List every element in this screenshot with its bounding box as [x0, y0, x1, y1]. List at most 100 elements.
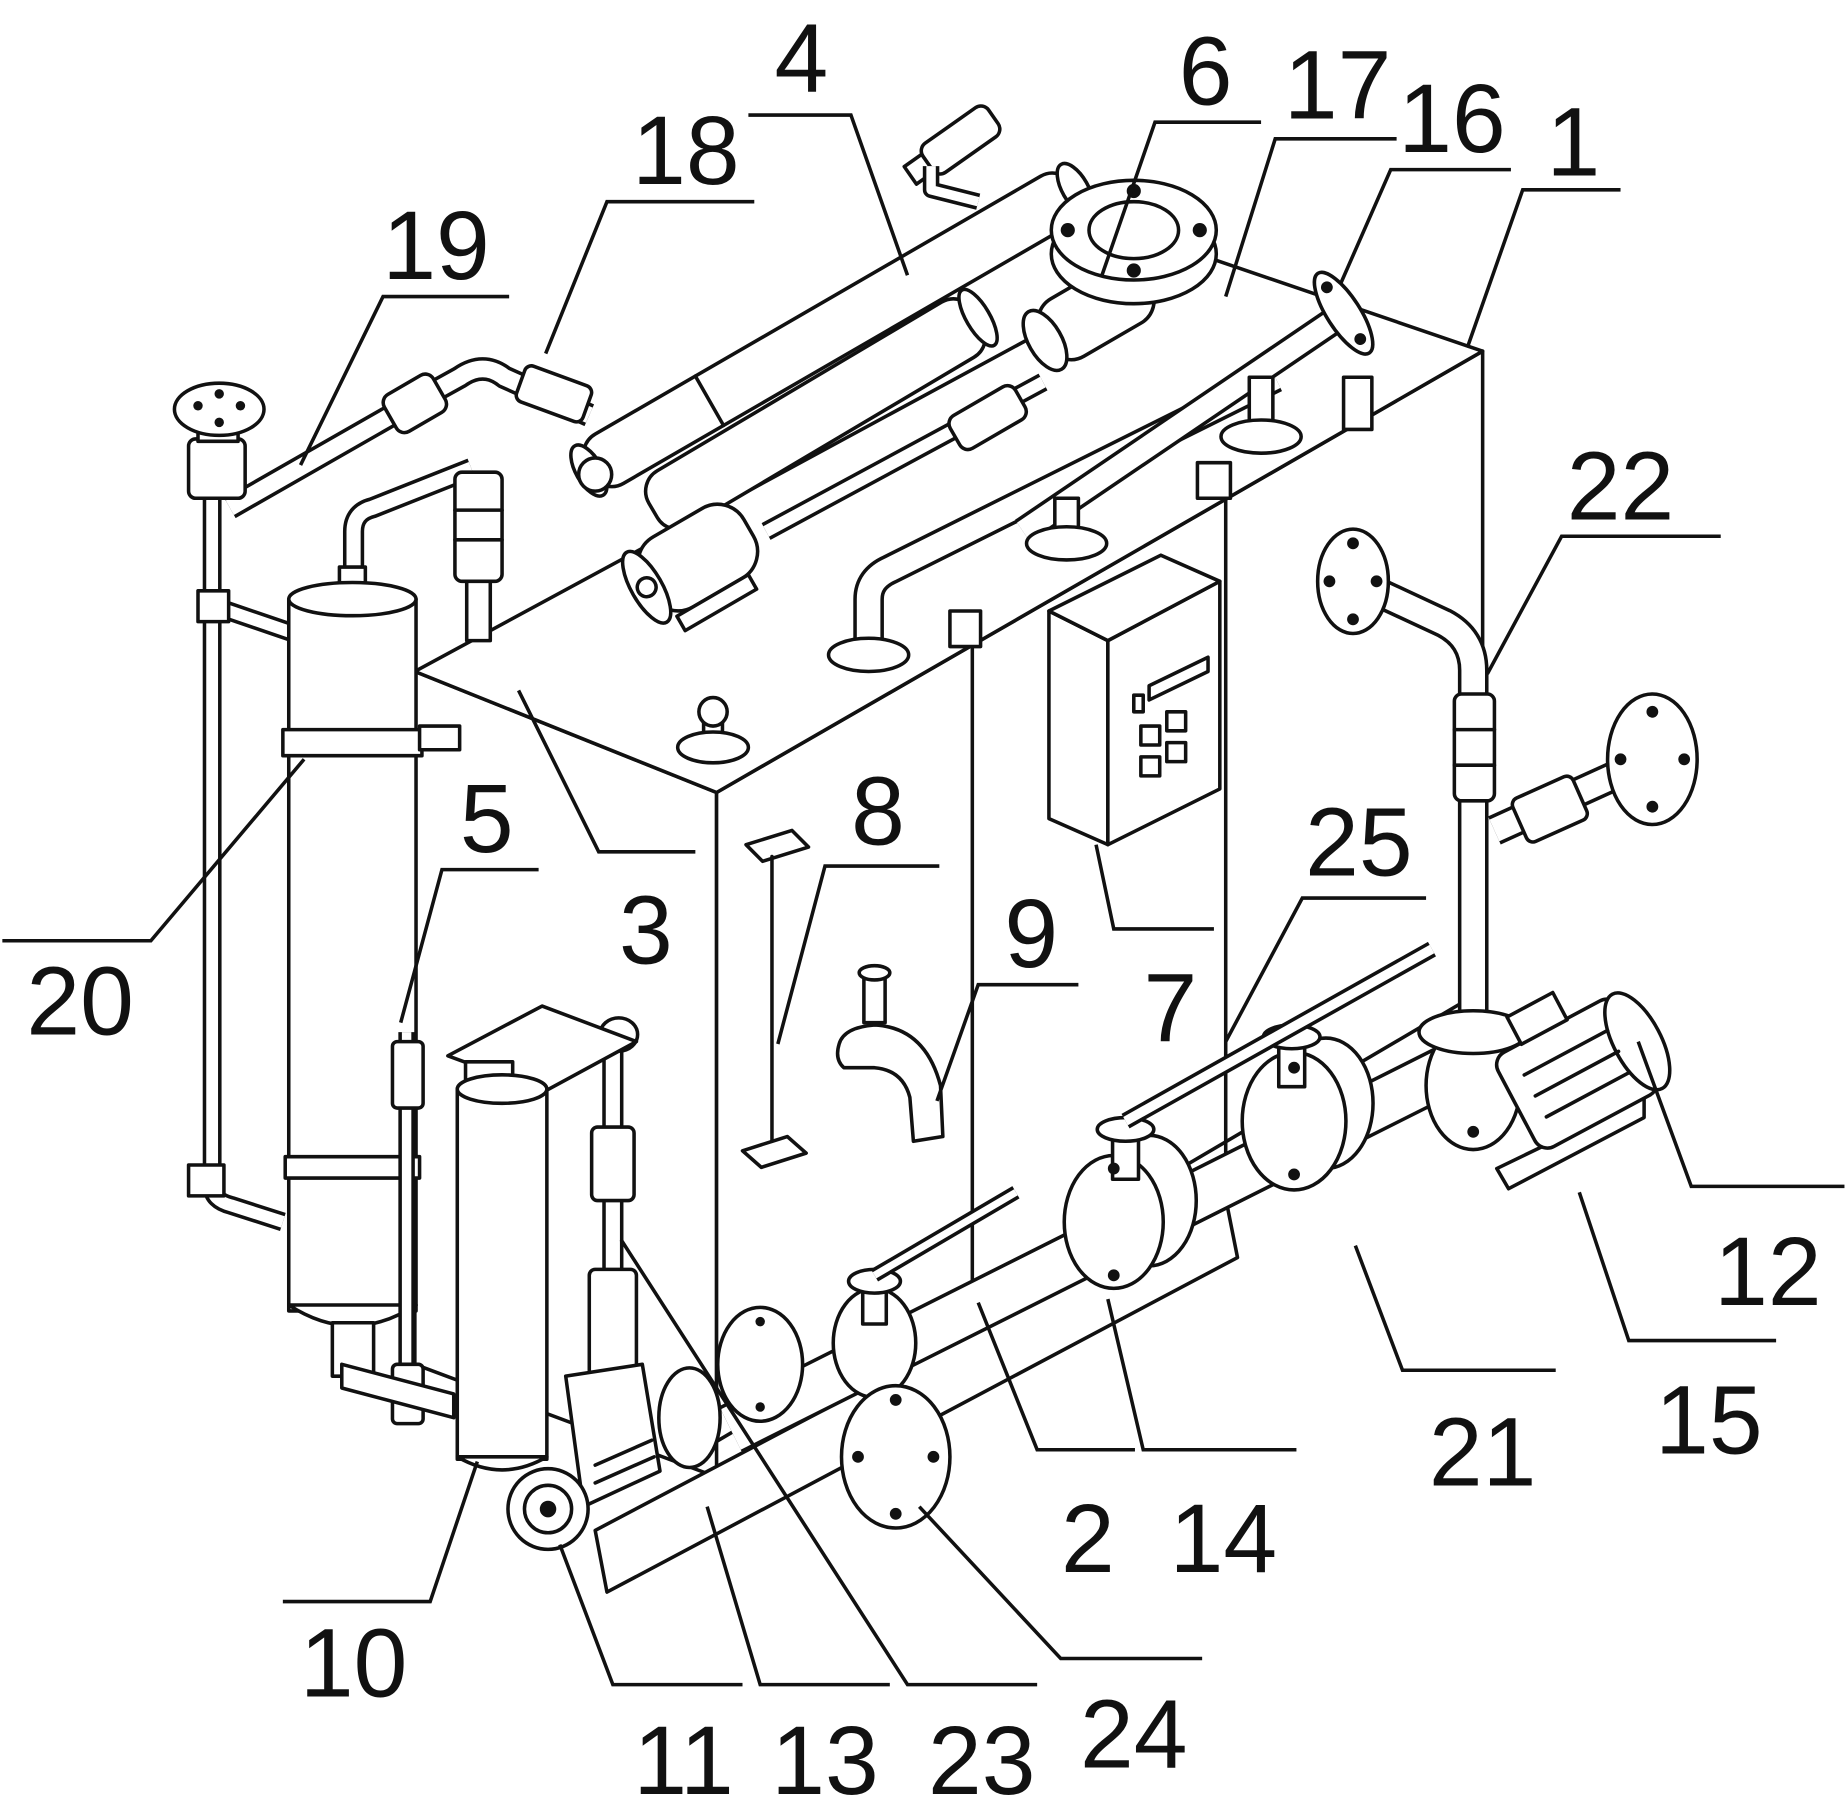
bolt-hole: [1678, 753, 1691, 766]
flange-6-bore: [1087, 199, 1181, 261]
drain-faucet-9: [835, 963, 945, 1144]
riser-flange: [826, 636, 911, 674]
rod-valve: [947, 383, 1029, 452]
vent-line-fill: [926, 166, 980, 207]
control-box-top-face: [1047, 553, 1222, 643]
pump-11-outlet-flange: [657, 1366, 722, 1470]
control-box-button: [1139, 724, 1162, 747]
bolt-hole: [1646, 800, 1659, 813]
bolt-hole: [889, 1393, 902, 1406]
leader-line-9: [935, 982, 1079, 1102]
numeral-1: 1: [1547, 87, 1601, 196]
numeral-5: 5: [460, 764, 514, 873]
pump-11-rib: [593, 1455, 656, 1485]
leader-line-12: [1636, 1041, 1845, 1189]
leader-line-20: [2, 758, 306, 943]
flange-22-top: [1315, 527, 1391, 636]
bolt-hole: [755, 1402, 765, 1412]
numeral-3: 3: [619, 875, 673, 984]
valve-17-face: [1021, 308, 1069, 373]
flange-24-face: [839, 1383, 952, 1530]
bolt-hole: [1323, 575, 1336, 588]
control-box-button: [1139, 755, 1162, 778]
mounting-bracket: [948, 609, 983, 649]
leader-line-5: [399, 867, 539, 1024]
branch-valve: [1510, 774, 1590, 844]
pipe-23-fitting: [587, 1267, 639, 1378]
riser-flange: [1024, 524, 1109, 562]
bolt-hole: [193, 400, 203, 411]
pipe-19-fill: [225, 360, 593, 515]
leader-line-6: [1100, 120, 1262, 276]
motor-12-fin: [1533, 1049, 1621, 1098]
bolt-hole: [214, 389, 224, 399]
bolt-hole: [1320, 281, 1333, 294]
cylinder-20-outlet-fill: [346, 461, 475, 568]
valve-14-bonnet: [1110, 1134, 1141, 1182]
level-gauge-bottom-fitting: [740, 1134, 808, 1170]
leader-line-23: [619, 1238, 1038, 1687]
leader-line-11: [558, 1543, 743, 1687]
numeral-11: 11: [633, 1705, 733, 1808]
numeral-20: 20: [26, 946, 133, 1055]
lower-header: [340, 1362, 456, 1420]
leader-line-14: [1106, 1298, 1297, 1452]
bolt-hole: [1126, 263, 1141, 278]
rear-tube: [643, 287, 999, 531]
cylinder-4-seam: [693, 374, 726, 428]
control-box-button: [1165, 710, 1188, 733]
leader-line-19: [298, 294, 510, 466]
bolt-hole: [214, 417, 224, 428]
valve-14: [1062, 1115, 1199, 1291]
control-box-button: [1165, 740, 1188, 764]
top-front-pipe-fill: [856, 366, 1281, 647]
bolt-hole: [1646, 705, 1659, 718]
leader-line-17: [1224, 137, 1397, 298]
faucet-knob: [857, 963, 892, 982]
branch-flange: [1605, 692, 1699, 827]
bolt-hole: [1107, 1269, 1120, 1282]
pipe-23-fitting: [589, 1125, 636, 1203]
leader-line-15: [1577, 1191, 1777, 1343]
leader-line-4: [748, 113, 910, 276]
flange-23-face: [715, 1305, 805, 1424]
bolt-hole: [1192, 223, 1207, 238]
bolt-hole: [1347, 613, 1359, 626]
pipe-tee: [186, 1163, 226, 1198]
bolt-hole: [235, 400, 246, 411]
pipe-16-fill: [1017, 306, 1348, 541]
motor-12: [1494, 990, 1672, 1150]
bolt-hole: [852, 1450, 864, 1463]
numeral-4: 4: [775, 3, 829, 112]
numeral-18: 18: [632, 96, 739, 205]
filter-10-top: [455, 1073, 549, 1106]
numeral-21: 21: [1429, 1397, 1536, 1506]
leader-line-1: [1465, 188, 1621, 349]
pipe-tee: [196, 589, 231, 624]
motor-12-fin: [1544, 1070, 1632, 1119]
leader-line-10: [282, 1461, 479, 1604]
numeral-13: 13: [771, 1705, 878, 1808]
pipe-22-valve: [1452, 692, 1497, 803]
numeral-14: 14: [1170, 1484, 1277, 1593]
numeral-23: 23: [928, 1705, 1035, 1808]
numeral-22: 22: [1567, 431, 1674, 540]
bolt-hole: [1614, 753, 1627, 766]
leader-line-21: [1353, 1245, 1556, 1373]
mounting-bracket: [1195, 460, 1233, 501]
leader-line-16: [1339, 167, 1511, 284]
valve-handle-long-fill: [1123, 944, 1435, 1126]
cylinder-20-inlet-fill: [216, 601, 297, 640]
leader-lines: [2, 113, 1845, 1687]
leader-line-22: [1485, 534, 1721, 675]
numeral-15: 15: [1655, 1365, 1762, 1474]
leader-line-25: [1224, 896, 1427, 1043]
clamp-bolt: [417, 724, 462, 752]
leader-line-8: [776, 864, 940, 1045]
fitting-body: [514, 364, 594, 424]
control-box-switch: [1132, 693, 1145, 714]
top-vent-valve: [902, 104, 1002, 186]
control-box-left-face: [1047, 609, 1110, 847]
gate-valve: [831, 1267, 918, 1400]
